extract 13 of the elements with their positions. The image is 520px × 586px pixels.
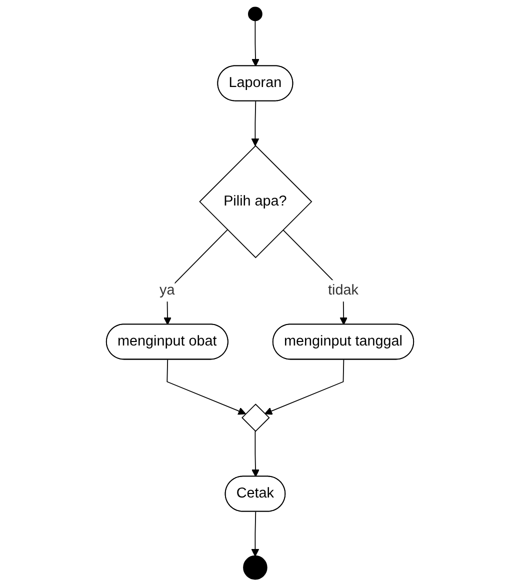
arrow	[166, 359, 246, 415]
node-diamond: Pilih apa?	[199, 145, 312, 258]
arrow	[164, 229, 228, 325]
arrow	[264, 359, 344, 415]
arrow	[251, 511, 260, 557]
edge-label: tidak	[328, 282, 358, 298]
node-circle	[243, 555, 268, 580]
arrow	[251, 100, 260, 146]
edge-label: ya	[160, 282, 175, 298]
arrow	[252, 430, 260, 478]
node-circle	[248, 6, 262, 22]
node-diamond	[242, 404, 270, 432]
arrow	[252, 20, 260, 66]
